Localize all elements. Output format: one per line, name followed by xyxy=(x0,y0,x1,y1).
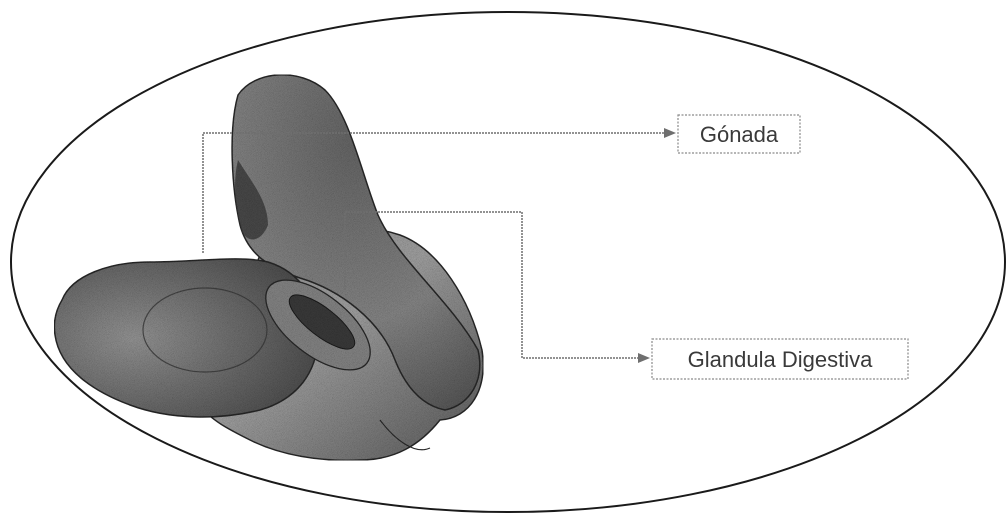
gonad-arrowhead xyxy=(664,128,676,138)
gonad-label-text: Gónada xyxy=(700,122,779,147)
digestive-gland-arrowhead xyxy=(638,353,650,363)
gonad-label: Gónada xyxy=(678,115,800,153)
bivalve-specimen-illustration xyxy=(54,75,483,461)
digestive-gland-label: Glandula Digestiva xyxy=(652,339,908,379)
digestive-gland-label-text: Glandula Digestiva xyxy=(688,347,873,372)
